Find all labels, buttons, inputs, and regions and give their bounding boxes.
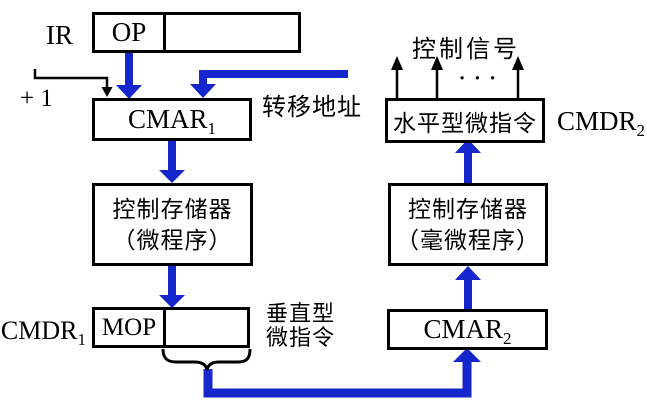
- control-store-micro-line1: 控制存储器: [112, 196, 233, 222]
- cmdr2-label: CMDR2: [557, 106, 646, 140]
- cmar2-box: CMAR2: [387, 309, 548, 350]
- blue-arrow-control-store2-to-cmdr2: [455, 139, 481, 183]
- branch-address-label: 转移地址: [262, 95, 362, 121]
- control-store-nano-box: 控制存储器 （毫微程序）: [388, 183, 548, 266]
- plus-one-label: + 1: [20, 85, 53, 112]
- signals-ellipsis: ···: [458, 64, 504, 94]
- cmdr1-label: CMDR1: [0, 316, 86, 349]
- ir-address-field: [166, 15, 298, 50]
- blue-arrow-cmar1-to-control-store1: [159, 140, 185, 183]
- vertical-micro-line1: 垂直型: [266, 301, 336, 326]
- ir-register: OP: [92, 12, 301, 53]
- control-store-nano-line1: 控制存储器: [408, 196, 528, 222]
- brace-under-address-field: [161, 348, 252, 371]
- ir-op-field: OP: [95, 15, 166, 50]
- cmar1-box: CMAR1: [92, 98, 252, 141]
- vertical-micro-label: 垂直型 微指令: [266, 302, 335, 350]
- control-store-micro-box: 控制存储器 （微程序）: [92, 183, 253, 266]
- blue-arrow-op-to-cmar1: [116, 52, 142, 99]
- cmar2-text: CMAR2: [423, 314, 512, 348]
- ir-label: IR: [46, 20, 73, 50]
- horizontal-micro-text: 水平型微指令: [393, 110, 537, 136]
- control-signals-label: 控制信号: [412, 37, 520, 63]
- blue-arrow-control-store1-to-cmdr1: [159, 265, 185, 308]
- control-store-micro-line2: （微程序）: [112, 227, 233, 253]
- mop-field: MOP: [95, 310, 166, 345]
- mop-address-field: [166, 310, 247, 345]
- blue-arrow-cmar2-to-control-store2: [455, 266, 481, 309]
- horizontal-micro-box: 水平型微指令: [385, 98, 545, 143]
- mop-register: MOP: [92, 307, 250, 348]
- blue-path-cmdr1-to-cmar2: [203, 348, 481, 398]
- control-store-nano-line2: （毫微程序）: [396, 227, 540, 253]
- cmar1-text: CMAR1: [127, 104, 217, 138]
- vertical-micro-line2: 微指令: [266, 325, 336, 350]
